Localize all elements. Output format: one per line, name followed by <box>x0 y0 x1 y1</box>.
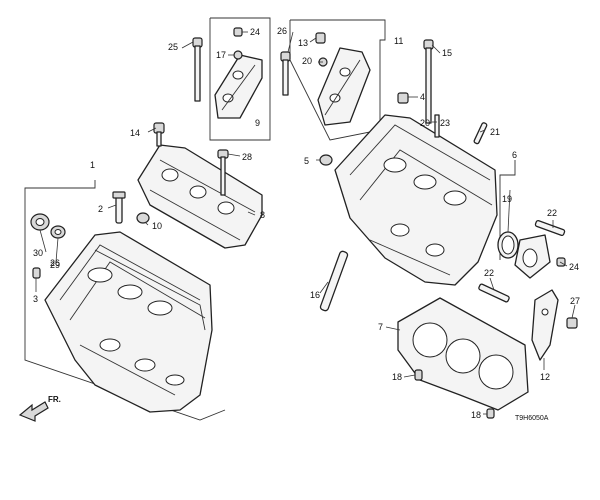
dowel-3 <box>32 267 41 279</box>
callout-8: 8 <box>260 210 265 220</box>
callout-18-upper: 18 <box>392 372 402 382</box>
front-direction-label: FR. <box>48 395 61 404</box>
plug-26 <box>50 225 66 239</box>
callout-28: 28 <box>242 152 252 162</box>
callout-22-upper: 22 <box>547 208 557 218</box>
callout-9: 9 <box>255 118 260 128</box>
callout-24-lower: 24 <box>569 262 579 272</box>
figure-code: T9H6050A <box>515 415 549 422</box>
bolt-22-lower <box>478 283 510 303</box>
group-bracket-9 <box>209 17 271 141</box>
callout-30: 30 <box>33 248 43 258</box>
seal-10 <box>136 212 150 224</box>
part-13 <box>315 32 326 44</box>
dowel-18-lower <box>486 408 495 419</box>
callout-25: 25 <box>168 42 178 52</box>
leader-lines <box>35 31 576 415</box>
callout-10: 10 <box>152 221 162 231</box>
plug-16 <box>319 250 349 312</box>
dowel-18-upper <box>414 369 423 381</box>
callout-19: 19 <box>502 194 512 204</box>
rocker-assembly-9 <box>214 54 263 119</box>
callout-20-upper: 20 <box>302 56 312 66</box>
callout-24-upper: 24 <box>250 27 260 37</box>
plug-30 <box>30 213 50 231</box>
bolt-2 <box>112 191 126 224</box>
part-24-left <box>233 27 243 37</box>
callout-12: 12 <box>540 372 550 382</box>
callout-2: 2 <box>98 204 103 214</box>
callout-15: 15 <box>442 48 452 58</box>
callout-5: 5 <box>304 156 309 166</box>
front-cylinder-head <box>334 114 498 286</box>
bolt-27 <box>566 317 578 329</box>
callout-23: 23 <box>440 118 450 128</box>
camshaft-holder-8 <box>137 144 263 249</box>
callout-7: 7 <box>378 322 383 332</box>
bolt-28 <box>217 149 229 196</box>
part-5 <box>319 154 333 166</box>
bolt-26-top <box>280 51 291 96</box>
bolt-22-upper <box>534 219 566 237</box>
pin-21 <box>473 122 488 145</box>
callout-3: 3 <box>33 294 38 304</box>
callout-16: 16 <box>310 290 320 300</box>
callout-27: 27 <box>570 296 580 306</box>
callout-6: 6 <box>512 150 517 160</box>
front-direction-arrow: FR. <box>18 395 61 422</box>
nut-24 <box>556 257 566 267</box>
callout-22-lower: 22 <box>484 268 494 278</box>
stud-15 <box>423 39 434 124</box>
group-bracket-11 <box>289 19 386 141</box>
bolt-14 <box>153 122 165 147</box>
group-bracket-1 <box>24 180 226 421</box>
callout-11: 11 <box>394 36 403 46</box>
bracket-12 <box>531 289 559 361</box>
callout-18-lower: 18 <box>471 410 481 420</box>
part-4 <box>397 92 409 104</box>
callout-4: 4 <box>420 92 425 102</box>
callout-21: 21 <box>490 127 500 137</box>
group-bracket-6 <box>499 160 516 260</box>
callout-13: 13 <box>298 38 308 48</box>
callout-14: 14 <box>130 128 140 138</box>
rocker-assembly-11 <box>317 47 371 126</box>
callout-1: 1 <box>90 160 95 170</box>
head-gasket-7 <box>397 297 529 411</box>
o-ring-19 <box>497 231 519 259</box>
callout-17: 17 <box>216 50 226 60</box>
callouts: 1 2 3 4 5 6 7 8 9 10 11 12 13 14 15 16 1… <box>33 26 580 420</box>
rear-cylinder-head <box>44 231 213 413</box>
part-17 <box>233 50 243 60</box>
callout-29: 29 <box>50 260 60 270</box>
callout-26-upper: 26 <box>277 26 287 36</box>
callout-20-lower: 20 <box>420 118 430 128</box>
callout-26-lower: 26 <box>50 258 60 268</box>
part-23 <box>434 114 440 138</box>
housing-6 <box>514 234 551 279</box>
bolt-25 <box>192 37 203 102</box>
